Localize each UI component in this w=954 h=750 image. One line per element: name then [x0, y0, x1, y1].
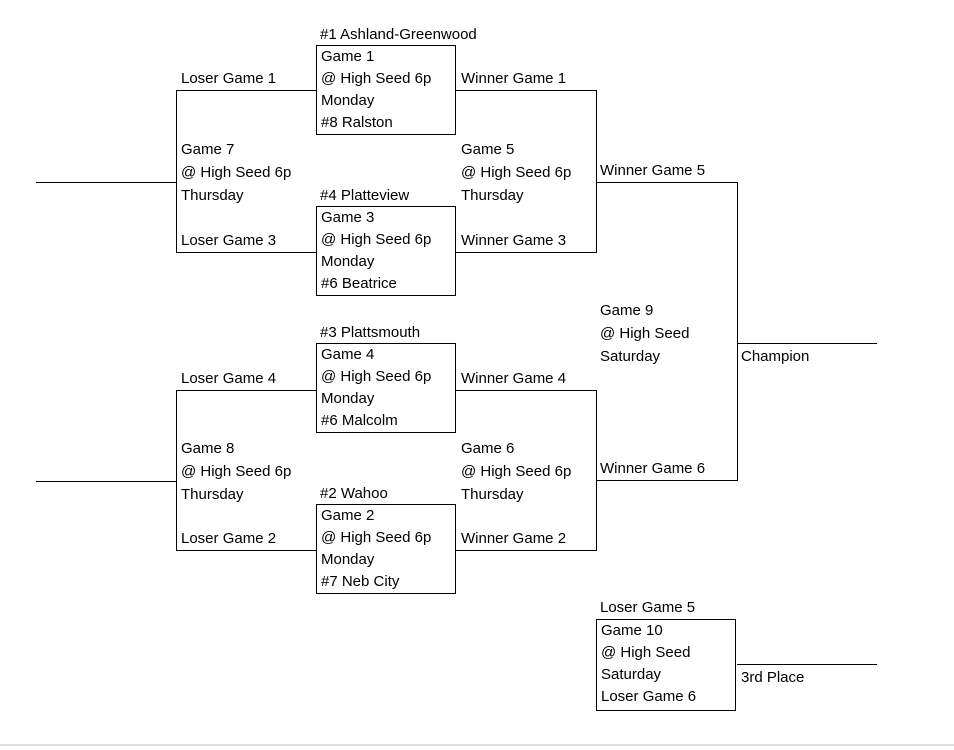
game10-title: Game 10: [601, 622, 663, 639]
game10-box: Game 10 @ High Seed Saturday Loser Game …: [596, 619, 736, 711]
game1-title: Game 1: [321, 48, 375, 65]
game3-day: Monday: [321, 253, 375, 270]
bottom-page-divider: [0, 744, 954, 746]
game4-location: @ High Seed 6p: [321, 368, 432, 385]
connector-game7-vertical: [176, 90, 177, 253]
game6-info: Game 6 @ High Seed 6p Thursday: [461, 437, 571, 506]
connector-game8-feeder-line: [36, 481, 176, 482]
slot-label-winner-game-3: Winner Game 3: [461, 232, 567, 249]
game2-title: Game 2: [321, 507, 375, 524]
game7-info: Game 7 @ High Seed 6p Thursday: [181, 138, 291, 207]
slot-label-loser-game-3: Loser Game 3: [181, 232, 277, 249]
game3-bottom-seed: #6 Beatrice: [321, 275, 397, 292]
connector-game9-vertical: [737, 182, 738, 481]
game6-day: Thursday: [461, 486, 524, 503]
game2-location: @ High Seed 6p: [321, 529, 432, 546]
slot-label-winner-game-6: Winner Game 6: [600, 460, 706, 477]
game9-title: Game 9: [600, 302, 654, 319]
connector-loser-game-1-line: [176, 90, 316, 91]
slot-label-loser-game-1: Loser Game 1: [181, 70, 277, 87]
game4-box: Game 4 @ High Seed 6p Monday #6 Malcolm: [316, 343, 456, 433]
slot-label-winner-game-1: Winner Game 1: [461, 70, 567, 87]
game10-bottom-slot: Loser Game 6: [601, 688, 697, 705]
game9-day: Saturday: [600, 348, 661, 365]
game9-info: Game 9 @ High Seed Saturday: [600, 299, 689, 368]
slot-label-loser-game-2: Loser Game 2: [181, 530, 277, 547]
connector-game5-vertical: [596, 90, 597, 253]
game10-location: @ High Seed: [601, 644, 691, 661]
connector-winner-game-4-line: [456, 390, 596, 391]
third-place-label: 3rd Place: [741, 669, 805, 686]
game10-day: Saturday: [601, 666, 662, 683]
connector-winner-game-5-line: [596, 182, 737, 183]
game4-bottom-seed: #6 Malcolm: [321, 412, 398, 429]
game9-location: @ High Seed: [600, 325, 690, 342]
game2-box: Game 2 @ High Seed 6p Monday #7 Neb City: [316, 504, 456, 594]
game3-title: Game 3: [321, 209, 375, 226]
game5-location: @ High Seed 6p: [461, 164, 572, 181]
game4-title: Game 4: [321, 346, 375, 363]
game7-day: Thursday: [181, 187, 244, 204]
game1-box: Game 1 @ High Seed 6p Monday #8 Ralston: [316, 45, 456, 135]
connector-loser-game-4-line: [176, 390, 316, 391]
slot-label-winner-game-2: Winner Game 2: [461, 530, 567, 547]
connector-winner-game-2-line: [456, 550, 596, 551]
game2-bottom-seed: #7 Neb City: [321, 573, 400, 590]
game3-box: Game 3 @ High Seed 6p Monday #6 Beatrice: [316, 206, 456, 296]
game6-location: @ High Seed 6p: [461, 463, 572, 480]
game7-title: Game 7: [181, 141, 235, 158]
game6-title: Game 6: [461, 440, 515, 457]
game4-top-seed-label: #3 Plattsmouth: [320, 324, 421, 341]
game1-bottom-seed: #8 Ralston: [321, 114, 393, 131]
game8-info: Game 8 @ High Seed 6p Thursday: [181, 437, 291, 506]
game1-location: @ High Seed 6p: [321, 70, 432, 87]
slot-label-winner-game-5: Winner Game 5: [600, 162, 706, 179]
slot-label-loser-game-4: Loser Game 4: [181, 370, 277, 387]
game2-top-seed-label: #2 Wahoo: [320, 485, 388, 502]
game1-day: Monday: [321, 92, 375, 109]
game10-top-slot-label: Loser Game 5: [600, 599, 696, 616]
connector-game7-feeder-line: [36, 182, 176, 183]
game3-location: @ High Seed 6p: [321, 231, 432, 248]
game8-location: @ High Seed 6p: [181, 463, 292, 480]
connector-third-place-line: [737, 664, 877, 665]
game8-title: Game 8: [181, 440, 235, 457]
game5-title: Game 5: [461, 141, 515, 158]
connector-winner-game-3-line: [456, 252, 596, 253]
game1-top-seed-label: #1 Ashland-Greenwood: [320, 26, 477, 43]
connector-champion-line: [737, 343, 877, 344]
connector-loser-game-2-line: [176, 550, 316, 551]
connector-loser-game-3-line: [176, 252, 316, 253]
connector-winner-game-6-line: [596, 480, 737, 481]
champion-label: Champion: [741, 348, 810, 365]
game5-info: Game 5 @ High Seed 6p Thursday: [461, 138, 571, 207]
connector-game6-vertical: [596, 390, 597, 551]
game2-day: Monday: [321, 551, 375, 568]
game7-location: @ High Seed 6p: [181, 164, 292, 181]
game5-day: Thursday: [461, 187, 524, 204]
connector-winner-game-1-line: [456, 90, 596, 91]
game8-day: Thursday: [181, 486, 244, 503]
game4-day: Monday: [321, 390, 375, 407]
slot-label-winner-game-4: Winner Game 4: [461, 370, 567, 387]
connector-game8-vertical: [176, 390, 177, 551]
game3-top-seed-label: #4 Platteview: [320, 187, 410, 204]
